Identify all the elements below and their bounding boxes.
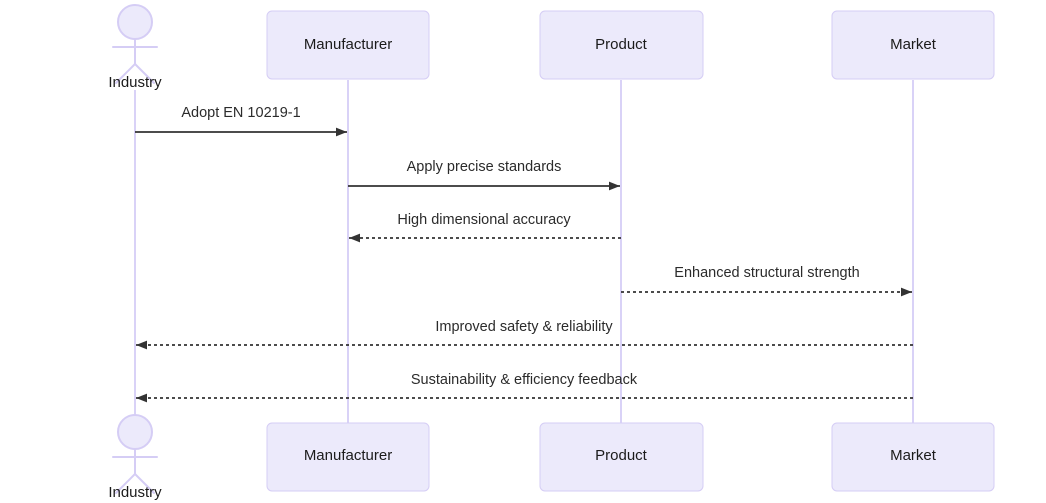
actor-label-industry: Industry	[108, 484, 162, 501]
participants-bottom-group: Industry Manufacturer Product Market	[108, 414, 995, 501]
actor-head-icon	[117, 4, 153, 40]
actor-leg-right-icon	[134, 63, 155, 84]
participant-label-manufacturer: Manufacturer	[304, 447, 392, 464]
message-label-3: High dimensional accuracy	[397, 212, 571, 228]
message-label-6: Sustainability & efficiency feedback	[411, 372, 638, 388]
actor-leg-right-icon	[134, 473, 155, 494]
participant-box-manufacturer[interactable]	[266, 10, 430, 80]
participant-box-market[interactable]	[831, 422, 995, 492]
actor-leg-left-icon	[115, 63, 136, 84]
actor-label-industry: Industry	[108, 74, 162, 91]
actor-head-icon	[117, 414, 153, 450]
actor-leg-left-icon	[115, 473, 136, 494]
participant-box-product[interactable]	[539, 422, 704, 492]
participant-label-product: Product	[595, 447, 648, 464]
participant-box-product[interactable]	[539, 10, 704, 80]
message-label-4: Enhanced structural strength	[674, 265, 859, 281]
participant-box-manufacturer[interactable]	[266, 422, 430, 492]
participants-top-group: Industry Manufacturer Product Market	[108, 4, 995, 91]
message-label-2: Apply precise standards	[407, 159, 562, 175]
participant-label-market: Market	[890, 447, 937, 464]
message-label-1: Adopt EN 10219-1	[181, 105, 300, 121]
participant-label-product: Product	[595, 36, 648, 53]
message-label-5: Improved safety & reliability	[435, 319, 613, 335]
lifelines-group	[134, 80, 914, 423]
participant-box-market[interactable]	[831, 10, 995, 80]
participant-label-market: Market	[890, 36, 937, 53]
participant-label-manufacturer: Manufacturer	[304, 36, 392, 53]
